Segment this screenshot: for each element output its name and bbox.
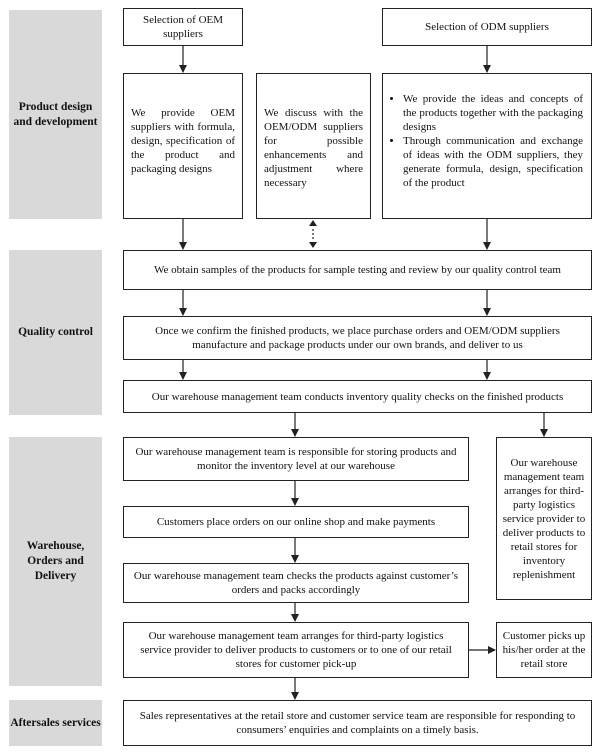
section-quality-control: Quality control [9, 250, 102, 415]
odm-ideas-box: We provide the ideas and concepts of the… [382, 73, 592, 219]
oem-selection-box: Selection of OEM suppliers [123, 8, 243, 46]
dotted-arrow-up-head [309, 220, 317, 226]
odm-idea-item: Through communication and exchange of id… [403, 134, 583, 190]
pickup-box: Customer picks up his/her order at the r… [496, 622, 592, 678]
section-warehouse-orders-delivery: Warehouse, Orders and Delivery [9, 437, 102, 686]
orders-box: Customers place orders on our online sho… [123, 506, 469, 538]
section-product-design: Product design and development [9, 10, 102, 219]
confirm-box: Once we confirm the finished products, w… [123, 316, 592, 360]
replenishment-box: Our warehouse management team arranges f… [496, 437, 592, 600]
aftersales-box: Sales representatives at the retail stor… [123, 700, 592, 746]
samples-box: We obtain samples of the products for sa… [123, 250, 592, 290]
odm-idea-item: We provide the ideas and concepts of the… [403, 92, 583, 134]
checks-packs-box: Our warehouse management team checks the… [123, 563, 469, 603]
oem-provide-box: We provide OEM suppliers with formula, d… [123, 73, 243, 219]
discuss-box: We discuss with the OEM/ODM suppliers fo… [256, 73, 371, 219]
odm-ideas-list: We provide the ideas and concepts of the… [389, 92, 583, 190]
logistics-box: Our warehouse management team arranges f… [123, 622, 469, 678]
section-aftersales: Aftersales services [9, 700, 102, 746]
odm-selection-box: Selection of ODM suppliers [382, 8, 592, 46]
inventory-checks-box: Our warehouse management team conducts i… [123, 380, 592, 413]
dotted-arrow-down-head [309, 242, 317, 248]
storing-box: Our warehouse management team is respons… [123, 437, 469, 481]
